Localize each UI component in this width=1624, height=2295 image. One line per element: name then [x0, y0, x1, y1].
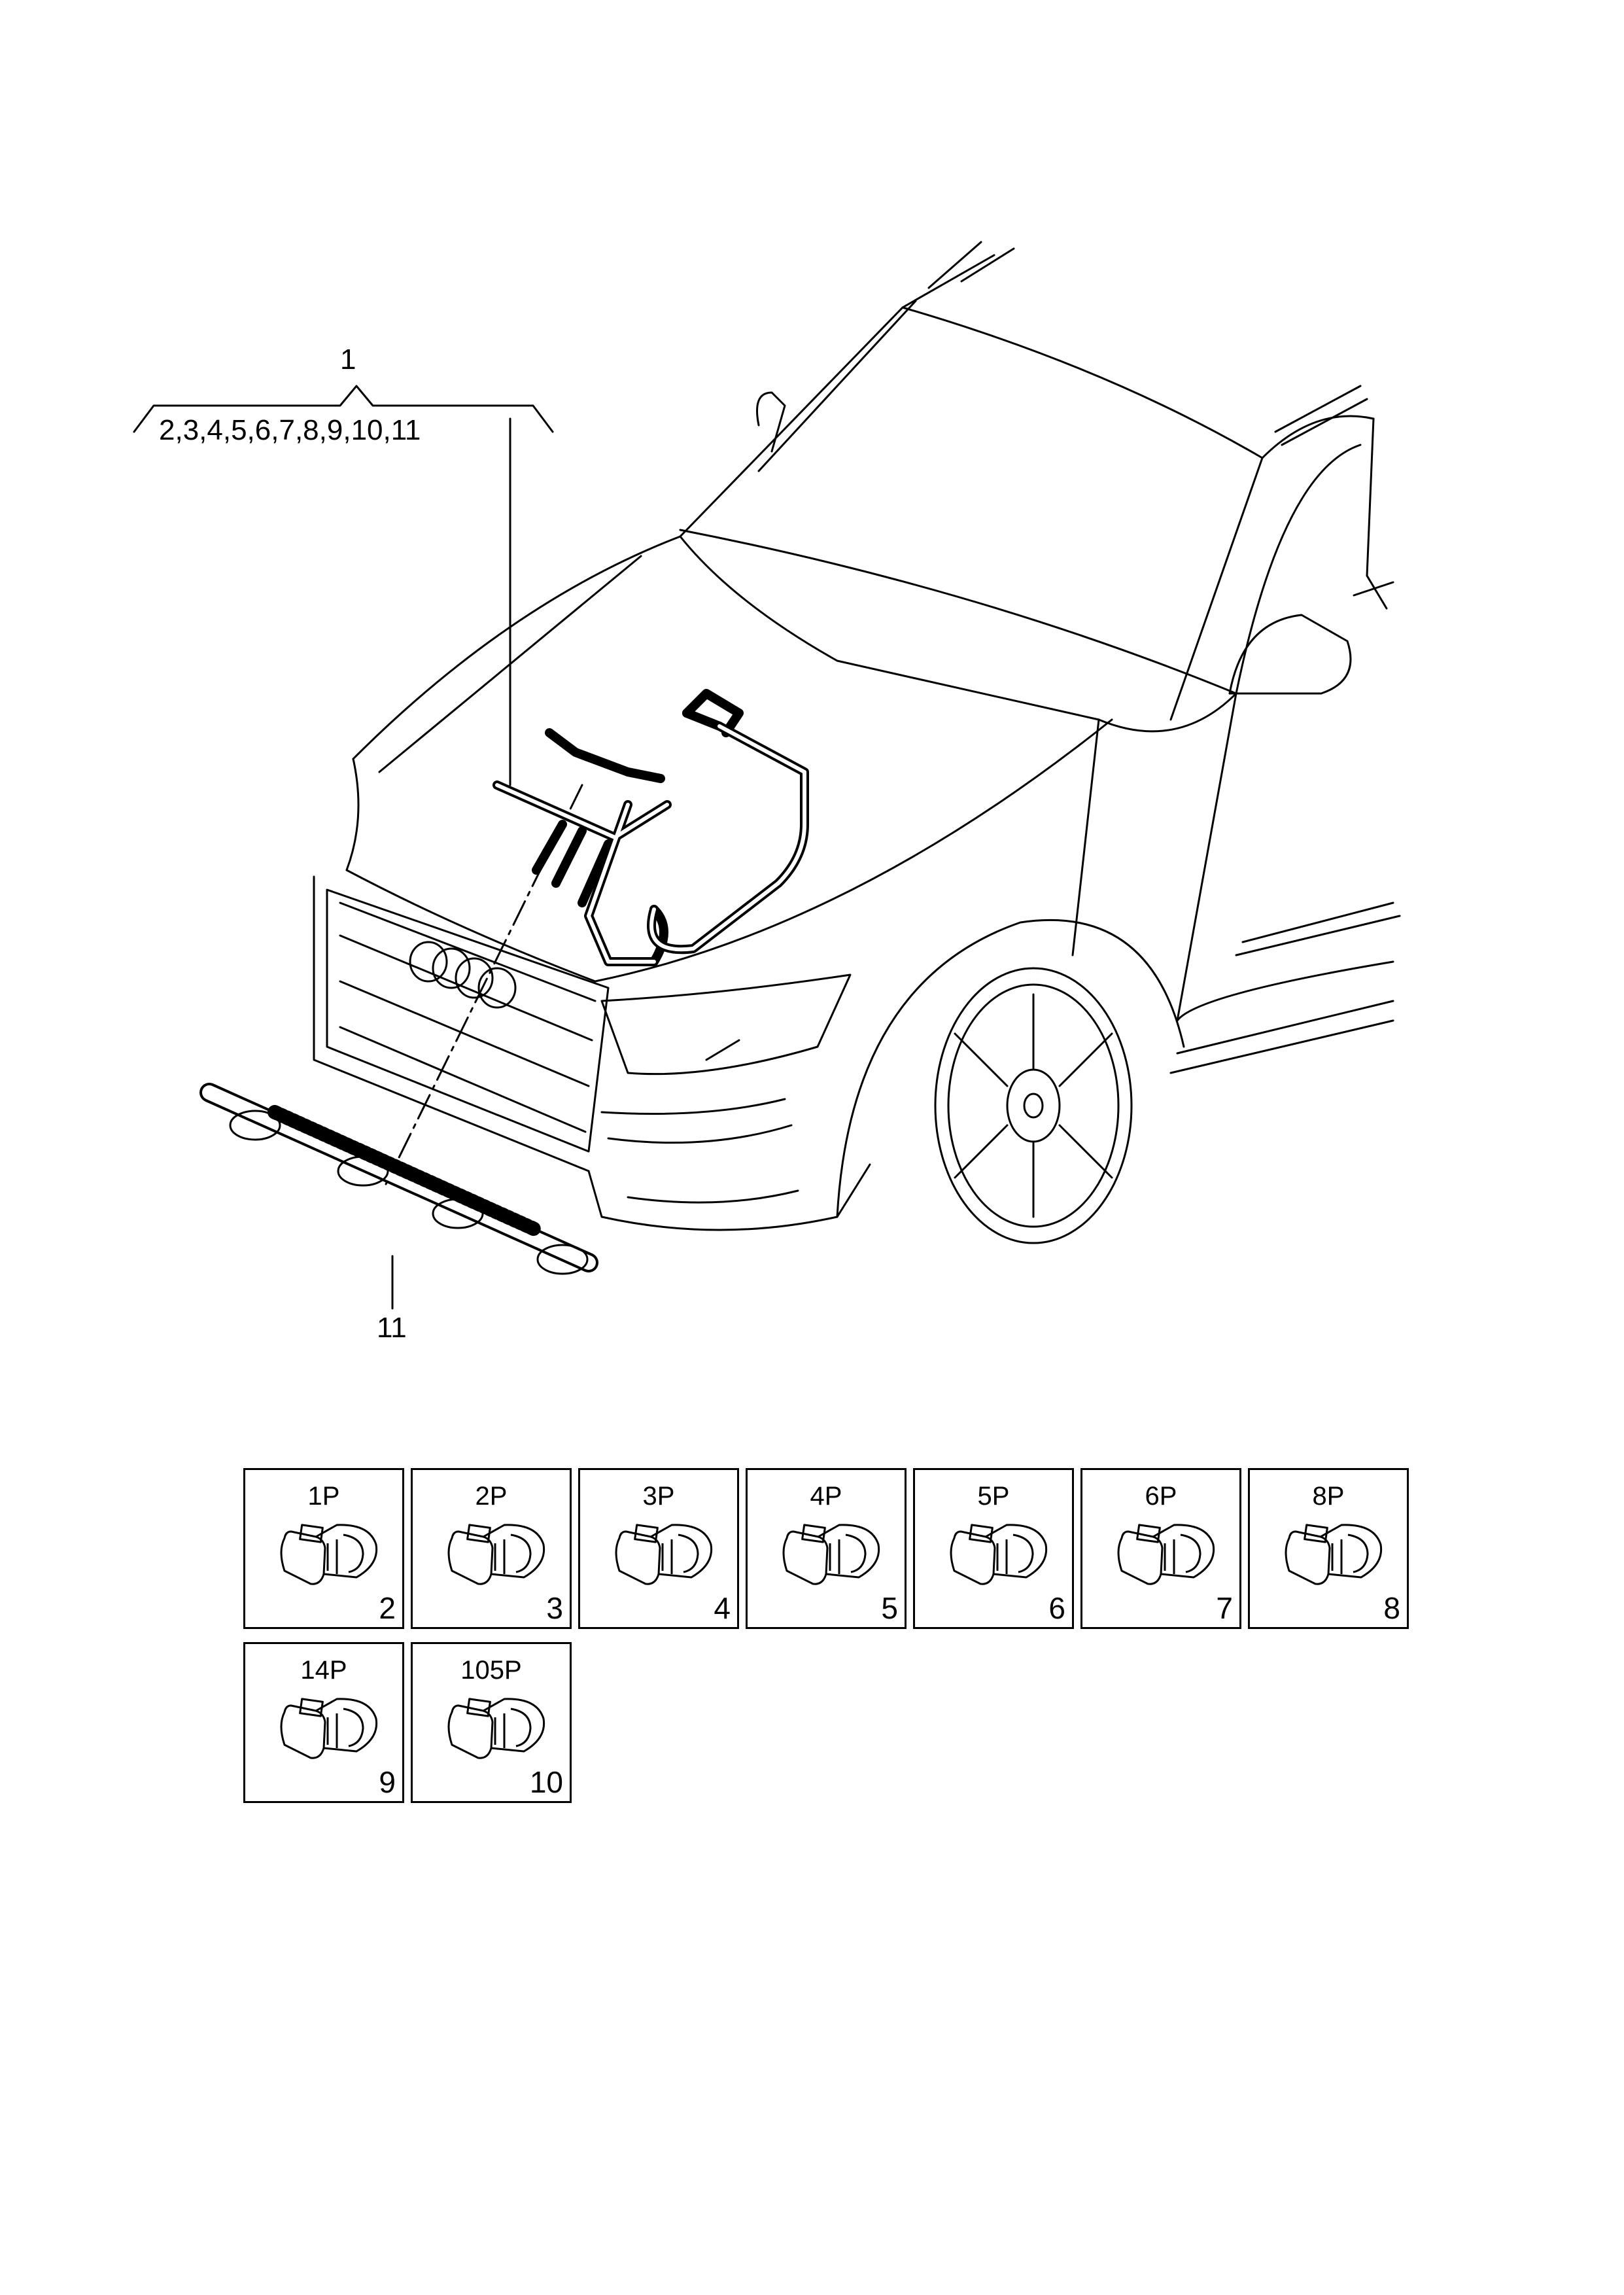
connector-plug-icon	[1117, 1524, 1215, 1585]
left-mirror	[756, 391, 786, 453]
connector-plug-icon	[782, 1524, 880, 1585]
connector-plug-icon	[280, 1698, 378, 1759]
connector-box: 14P 9	[243, 1642, 404, 1803]
connector-pin-count: 5P	[977, 1482, 1010, 1511]
connector-box: 6P 7	[1080, 1468, 1241, 1629]
connector-part-number: 6	[1048, 1591, 1065, 1625]
connector-box: 2P 3	[411, 1468, 572, 1629]
connector-part-number: 2	[379, 1591, 396, 1625]
connector-part-number: 3	[546, 1591, 563, 1625]
connector-box: 5P 6	[913, 1468, 1074, 1629]
connector-plug-icon	[615, 1524, 713, 1585]
connector-pin-count: 3P	[642, 1482, 675, 1511]
connector-part-number: 7	[1216, 1591, 1233, 1625]
connector-plug-icon	[950, 1524, 1048, 1585]
hood	[345, 535, 1237, 983]
headlight	[600, 973, 852, 1076]
brand-rings-logo	[409, 941, 517, 1009]
connector-pin-count: 14P	[300, 1656, 347, 1685]
windshield-roof	[679, 241, 1375, 721]
connector-part-number: 10	[529, 1765, 563, 1799]
connector-part-number: 5	[881, 1591, 898, 1625]
callout-bracket	[133, 385, 554, 786]
leader-line	[385, 784, 583, 1185]
connector-pin-count: 105P	[460, 1656, 522, 1685]
connector-box: 8P 8	[1248, 1468, 1409, 1629]
connector-part-number: 8	[1383, 1591, 1400, 1625]
side-mirror	[1228, 614, 1352, 695]
connector-pin-count: 2P	[475, 1482, 508, 1511]
connector-pin-count: 1P	[307, 1482, 340, 1511]
front-wheel	[836, 919, 1185, 1244]
connector-pin-count: 4P	[810, 1482, 842, 1511]
side-body	[1169, 444, 1401, 1074]
main-callout: 1	[340, 343, 356, 376]
connector-box: 105P 10	[411, 1642, 572, 1803]
engine-sub-harness	[199, 1083, 598, 1275]
connector-pin-count: 6P	[1145, 1482, 1177, 1511]
connector-part-number: 9	[379, 1765, 396, 1799]
connector-plug-icon	[447, 1524, 545, 1585]
connector-plug-icon	[280, 1524, 378, 1585]
connector-box: 3P 4	[578, 1468, 739, 1629]
grille	[313, 875, 610, 1172]
sub-callouts: 2,3,4,5,6,7,8,9,10,11	[159, 414, 421, 446]
front-bumper	[587, 1098, 871, 1231]
connector-plug-icon	[1285, 1524, 1383, 1585]
connector-pin-count: 8P	[1312, 1482, 1345, 1511]
connector-box: 4P 5	[746, 1468, 907, 1629]
connector-box: 1P 2	[243, 1468, 404, 1629]
harness-callout: 11	[377, 1312, 407, 1344]
connector-part-number: 4	[714, 1591, 731, 1625]
connector-plug-icon	[447, 1698, 545, 1759]
